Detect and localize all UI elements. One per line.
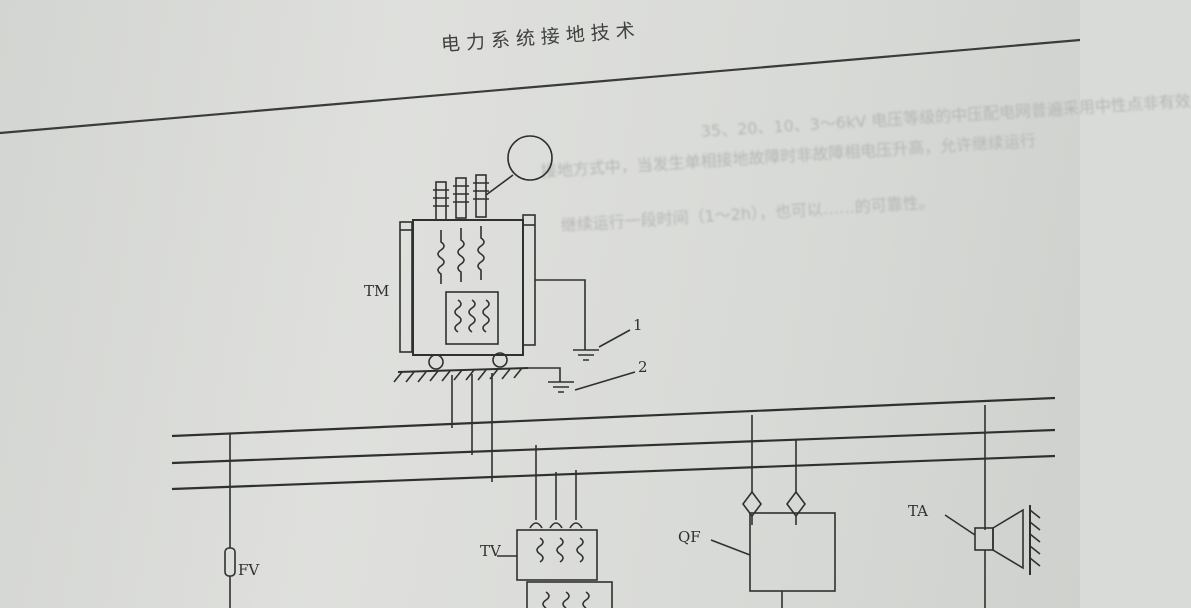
ground-symbol-2 <box>528 367 636 393</box>
transformer-tm <box>393 174 536 383</box>
label-qf: QF <box>678 528 701 546</box>
label-ta: TA <box>908 502 928 520</box>
grounding-diagram: TM 1 2 TV QF FV TA <box>0 38 1081 608</box>
label-fv: FV <box>238 561 260 579</box>
label-ground-2: 2 <box>638 358 648 376</box>
label-ground-1: 1 <box>633 316 643 334</box>
arrester-fv <box>224 434 236 608</box>
label-tm: TM <box>364 282 389 300</box>
busbars <box>171 396 1056 491</box>
detail-circle <box>507 135 553 181</box>
circuit-breaker-qf <box>710 415 836 608</box>
header-rule <box>0 38 1081 135</box>
current-transformer-ta <box>944 405 1041 608</box>
voltage-transformer-tv <box>497 445 613 608</box>
ground-symbol-1 <box>535 279 631 361</box>
label-tv: TV <box>480 542 502 560</box>
